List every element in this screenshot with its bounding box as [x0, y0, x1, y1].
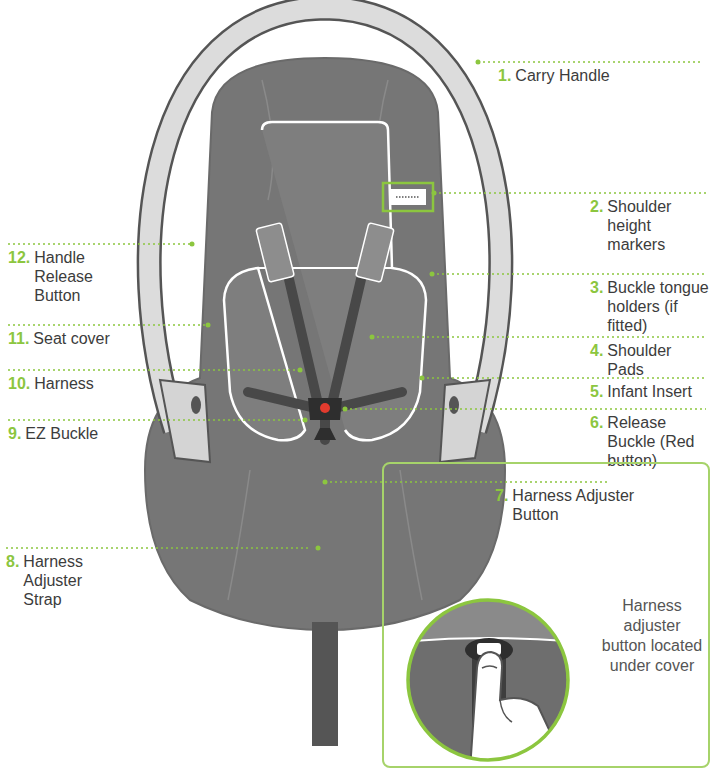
callout-number: 8.	[6, 552, 19, 571]
callout: 7.Harness Adjuster Button	[495, 486, 645, 524]
callout-number: 11.	[8, 329, 29, 348]
leader-line	[6, 547, 310, 549]
leader-dots	[190, 60, 481, 551]
part-name: Buckle tongue holders (if fitted)	[607, 278, 710, 335]
callout-number: 12.	[8, 248, 30, 267]
part-name: EZ Buckle	[25, 424, 98, 443]
leader-line	[8, 324, 208, 326]
callout-number: 5.	[590, 382, 603, 401]
callout: 12.Handle Release Button	[8, 248, 120, 305]
highlight-box	[383, 183, 433, 211]
handle-hub	[160, 380, 490, 462]
part-name: Shoulder Pads	[607, 341, 710, 379]
callout-number: 6.	[590, 413, 603, 432]
height-marker-dots	[396, 196, 420, 198]
callout-number: 9.	[8, 424, 21, 443]
part-name: Harness Adjuster Button	[512, 486, 645, 524]
inset-detail	[400, 590, 580, 773]
inset-panel: Harness adjuster button located under co…	[382, 462, 710, 768]
shoulder-pad	[256, 223, 295, 283]
panel-note: Harness adjuster button located under co…	[600, 596, 704, 676]
leader-line	[8, 243, 192, 245]
callout: 1.Carry Handle	[498, 66, 703, 85]
part-name: Infant Insert	[607, 382, 692, 401]
seat-cover	[145, 58, 505, 630]
part-name: Harness Adjuster Strap	[23, 552, 116, 609]
buckle	[308, 398, 342, 440]
callout: 2.Shoulder height markers	[590, 197, 710, 254]
callout: 11.Seat cover	[8, 329, 138, 348]
inset-circle	[408, 600, 568, 760]
callout-number: 10.	[8, 374, 30, 393]
callout-number: 2.	[590, 197, 603, 216]
callout-number: 3.	[590, 278, 603, 297]
infant-insert	[224, 122, 426, 440]
callout: 9.EZ Buckle	[8, 424, 138, 443]
part-name: Harness	[34, 374, 94, 393]
callout-number: 4.	[590, 341, 603, 360]
red-button	[320, 403, 330, 413]
carry-handle	[149, 8, 501, 430]
callout: 8.Harness Adjuster Strap	[6, 552, 116, 609]
leader-line	[8, 369, 300, 371]
leader-line	[478, 61, 700, 63]
part-name: Handle Release Button	[34, 248, 120, 305]
handle-release-button	[191, 396, 201, 414]
leader-line	[345, 408, 706, 410]
callout-number: 7.	[495, 486, 508, 505]
part-name: Shoulder height markers	[607, 197, 710, 254]
callout: 4.Shoulder Pads	[590, 341, 710, 379]
callout-number: 1.	[498, 66, 511, 85]
leader-line	[8, 419, 305, 421]
leader-line	[434, 192, 706, 194]
shoulder-pad	[356, 223, 395, 283]
callout: 10.Harness	[8, 374, 138, 393]
leader-lines	[6, 62, 706, 548]
adjuster-strap	[312, 622, 338, 746]
carry-handle	[149, 8, 501, 430]
leader-line	[372, 336, 706, 338]
part-name: Seat cover	[33, 329, 109, 348]
part-name: Carry Handle	[515, 66, 609, 85]
height-marker	[390, 189, 426, 205]
leader-line	[325, 481, 610, 483]
callout: 3.Buckle tongue holders (if fitted)	[590, 278, 710, 335]
leader-line	[432, 273, 706, 275]
callout: 5.Infant Insert	[590, 382, 710, 401]
leader-line	[422, 377, 706, 379]
handle-release-button	[449, 396, 459, 414]
